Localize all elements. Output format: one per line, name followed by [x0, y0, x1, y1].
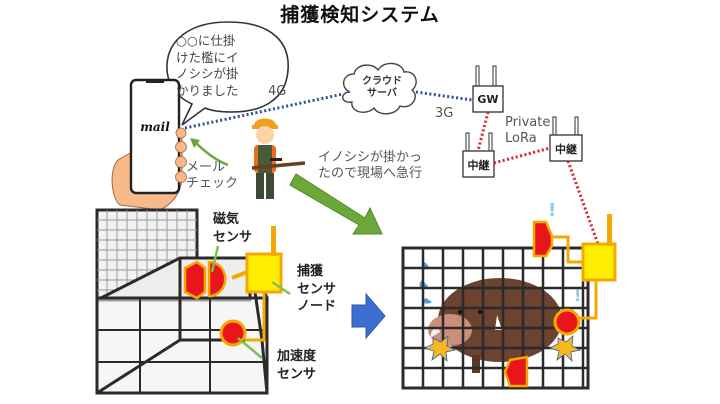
impact-burst-1: [423, 335, 457, 363]
finger: [175, 127, 187, 139]
label-line: 磁気: [213, 212, 240, 227]
gateway-device: [472, 65, 504, 113]
cloud-label: クラウド サーバ: [354, 76, 410, 100]
dispatch-arrow: [289, 173, 383, 235]
relay-device-2: [549, 116, 583, 162]
magnetic-sensor-pair: [183, 260, 227, 300]
cloud-server-icon: [342, 62, 417, 115]
lora-line: Private: [505, 115, 551, 130]
lora-line: LoRa: [505, 131, 537, 147]
hunter-figure: [251, 118, 306, 199]
bubble-line: ノシシが掛: [176, 66, 239, 82]
cloud-line: クラウド: [362, 76, 402, 87]
label-line: 捕獲: [297, 264, 324, 279]
pointer-node: [271, 280, 291, 296]
wild-boar: [428, 278, 562, 373]
label-4g: 4G: [268, 84, 287, 99]
capture-sensor-node: [231, 226, 283, 342]
accel-sensor-label: 加速度 センサ: [277, 348, 316, 383]
trap-cage-captured: [401, 246, 590, 390]
caption-line: メール: [186, 160, 226, 175]
mail-check-arrow: [194, 141, 229, 167]
smartphone: [111, 78, 187, 211]
alert-mark-2: !: [574, 286, 582, 305]
link-3g: [415, 90, 473, 102]
caption-line: たので現場へ急行: [318, 166, 423, 182]
lora-label: Private LoRa: [505, 115, 550, 148]
lora-link-relay2-node: [566, 160, 600, 245]
notification-bubble: [166, 21, 289, 126]
transition-arrow: [351, 292, 386, 340]
hunter-caption: イノシシが掛かっ たので現場へ急行: [318, 150, 422, 183]
label-line: センサ: [297, 281, 337, 297]
alert-mark-1: !: [548, 200, 557, 221]
captured-sensors: [503, 214, 617, 388]
notification-message: ○○に仕掛 けた檻にイ ノシシが掛 かりました: [176, 33, 276, 100]
bubble-line: ○○に仕掛: [176, 33, 236, 48]
relay-label-2: 中継: [555, 143, 577, 156]
label-line: センサ: [213, 229, 253, 245]
impact-burst-2: [548, 335, 582, 363]
bubble-line: かりました: [176, 82, 239, 98]
capture-node-label: 捕獲 センサ ノード: [297, 263, 336, 316]
label-line: ノード: [297, 299, 337, 315]
cloud-line: サーバ: [367, 88, 397, 99]
relay-label-1: 中継: [467, 159, 490, 172]
bubble-line: けた檻にイ: [176, 49, 239, 65]
mail-check-caption: メール チェック: [186, 160, 238, 193]
pointer-accel: [237, 337, 263, 359]
pointer-magnetic: [210, 245, 220, 273]
phone-screen-mail: mail: [140, 120, 170, 134]
label-line: センサ: [277, 366, 317, 382]
label-line: 加速度: [277, 349, 317, 364]
gateway-label: GW: [477, 93, 499, 106]
magnetic-sensor-label: 磁気 センサ: [213, 211, 252, 246]
label-3g: 3G: [435, 106, 454, 121]
caption-line: イノシシが掛かっ: [318, 150, 423, 165]
caption-line: チェック: [186, 176, 239, 192]
relay-device-1: [462, 132, 495, 178]
page-title: 捕獲検知システム: [280, 4, 440, 26]
lora-link-relay1-relay2: [493, 146, 551, 165]
lora-link-gw-relay1: [476, 111, 490, 152]
